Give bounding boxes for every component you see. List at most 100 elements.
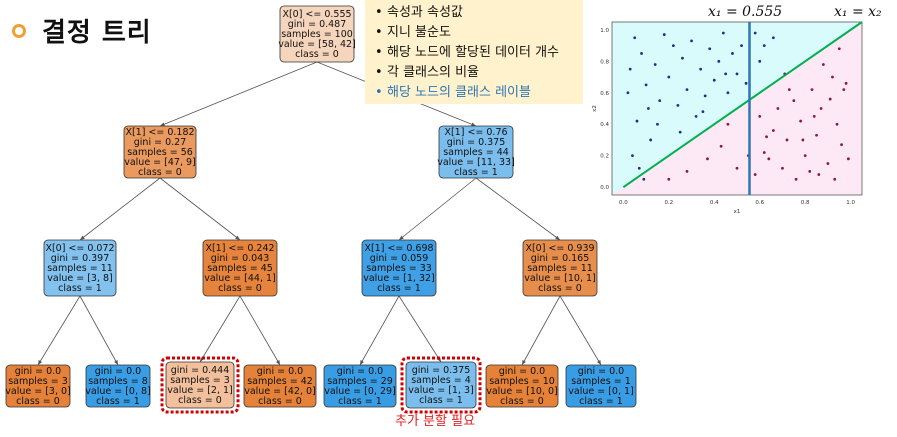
node-box: [85, 364, 151, 408]
point-class-0: [803, 154, 807, 158]
node-info-callout: 속성과 속성값 지니 불순도 해당 노드에 할당된 데이터 개수 각 클래스의 …: [365, 0, 583, 104]
node-text-line: class = 1: [96, 396, 140, 407]
point-class-0: [787, 88, 791, 92]
y-tick-label: 0.2: [600, 154, 609, 160]
page-title: 결정 트리: [42, 18, 152, 48]
tree-edge: [79, 177, 161, 241]
point-class-1: [631, 154, 634, 158]
edge-arrowhead: [80, 235, 85, 240]
y-tick-label: 1.0: [600, 28, 609, 34]
point-class-0: [846, 157, 850, 161]
y-tick-label: 0.8: [600, 59, 609, 65]
node-box: [202, 239, 278, 297]
node-text-line: gini = 0.043: [211, 253, 270, 264]
tree-edge: [37, 295, 81, 366]
x-axis-label: x1: [734, 209, 741, 215]
node-text-line: gini = 0.375: [447, 137, 506, 148]
node-box: [323, 364, 397, 408]
point-class-0: [685, 170, 689, 173]
node-box: [243, 364, 317, 408]
node-box: [5, 364, 71, 408]
tree-edges: [37, 61, 602, 366]
x-tick-label: 0.4: [710, 200, 719, 206]
point-class-1: [676, 103, 680, 107]
node-text-line: class = 0: [218, 283, 262, 294]
tree-edge: [159, 61, 318, 127]
edge-arrowhead: [360, 360, 364, 365]
diagonal-formula: x₁ = x₂: [834, 4, 882, 20]
edge-arrowhead: [596, 360, 601, 365]
point-class-0: [765, 135, 768, 139]
node-text-line: value = [0, 1]: [568, 386, 634, 397]
node-box: [485, 364, 559, 408]
point-class-1: [671, 44, 675, 47]
node-text-line: samples = 29: [327, 376, 393, 387]
node-text-line: gini = 0.0: [337, 366, 383, 377]
node-text-line: samples = 4: [411, 375, 471, 386]
point-class-0: [767, 157, 771, 161]
point-class-1: [653, 63, 657, 66]
point-class-0: [821, 63, 825, 66]
node-text-line: gini = 0.0: [15, 366, 61, 377]
node-text-line: value = [2, 1]: [167, 385, 233, 396]
node-text-line: X[0] <= 0.555: [282, 9, 351, 20]
node-text-line: value = [42, 0]: [244, 386, 316, 397]
callout-item-class-label: 해당 노드의 클래스 레이블: [375, 83, 577, 103]
node-text-line: samples = 33: [366, 263, 432, 274]
node-text-line: value = [11, 33]: [437, 157, 515, 168]
tree-edge: [475, 177, 561, 241]
node-box: [43, 239, 117, 297]
node-box: [123, 125, 197, 179]
node-text-line: gini = 0.0: [578, 366, 624, 377]
point-class-1: [701, 110, 705, 114]
tree-edge: [559, 295, 602, 366]
tree-edge: [79, 295, 119, 366]
point-class-0: [812, 114, 816, 118]
point-class-0: [837, 47, 841, 51]
title-area: 결정 트리: [12, 12, 152, 49]
point-class-0: [801, 138, 805, 142]
node-text-line: gini = 0.27: [134, 137, 186, 148]
callout-item-samples: 해당 노드에 할당된 데이터 개수: [375, 43, 577, 63]
point-class-1: [735, 72, 739, 76]
point-class-0: [828, 97, 832, 101]
edge-arrowhead: [38, 360, 43, 365]
point-class-0: [758, 114, 762, 118]
point-class-1: [753, 31, 757, 35]
annotation-needs-split: 추가 분할 필요: [395, 414, 476, 429]
point-class-0: [831, 75, 834, 79]
node-text-line: samples = 8: [88, 376, 148, 387]
node-text-line: class = 1: [338, 396, 382, 407]
point-class-0: [794, 177, 798, 181]
point-class-0: [817, 173, 821, 176]
point-class-1: [726, 91, 730, 95]
node-box: [165, 361, 235, 409]
x-tick-label: 1.0: [846, 200, 855, 206]
node-text-line: samples = 10: [489, 376, 555, 387]
node-text-line: class = 0: [500, 396, 544, 407]
node-box: [279, 5, 355, 63]
node-text-line: class = 1: [58, 283, 102, 294]
point-class-0: [833, 177, 837, 181]
highlight-box: [160, 356, 240, 414]
node-text-line: value = [58, 42]: [278, 39, 356, 50]
point-class-0: [781, 166, 784, 170]
node-text-line: gini = 0.487: [288, 19, 347, 30]
point-class-0: [799, 119, 803, 123]
callout-item-feature: 속성과 속성값: [375, 3, 577, 23]
point-class-1: [667, 75, 671, 79]
tree-edge: [398, 295, 442, 363]
point-class-1: [681, 56, 684, 60]
node-text-line: value = [10, 0]: [486, 386, 558, 397]
node-box: [522, 239, 598, 297]
node-text-line: value = [3, 8]: [47, 273, 113, 284]
node-box: [565, 364, 637, 408]
node-text-line: class = 0: [295, 49, 339, 60]
